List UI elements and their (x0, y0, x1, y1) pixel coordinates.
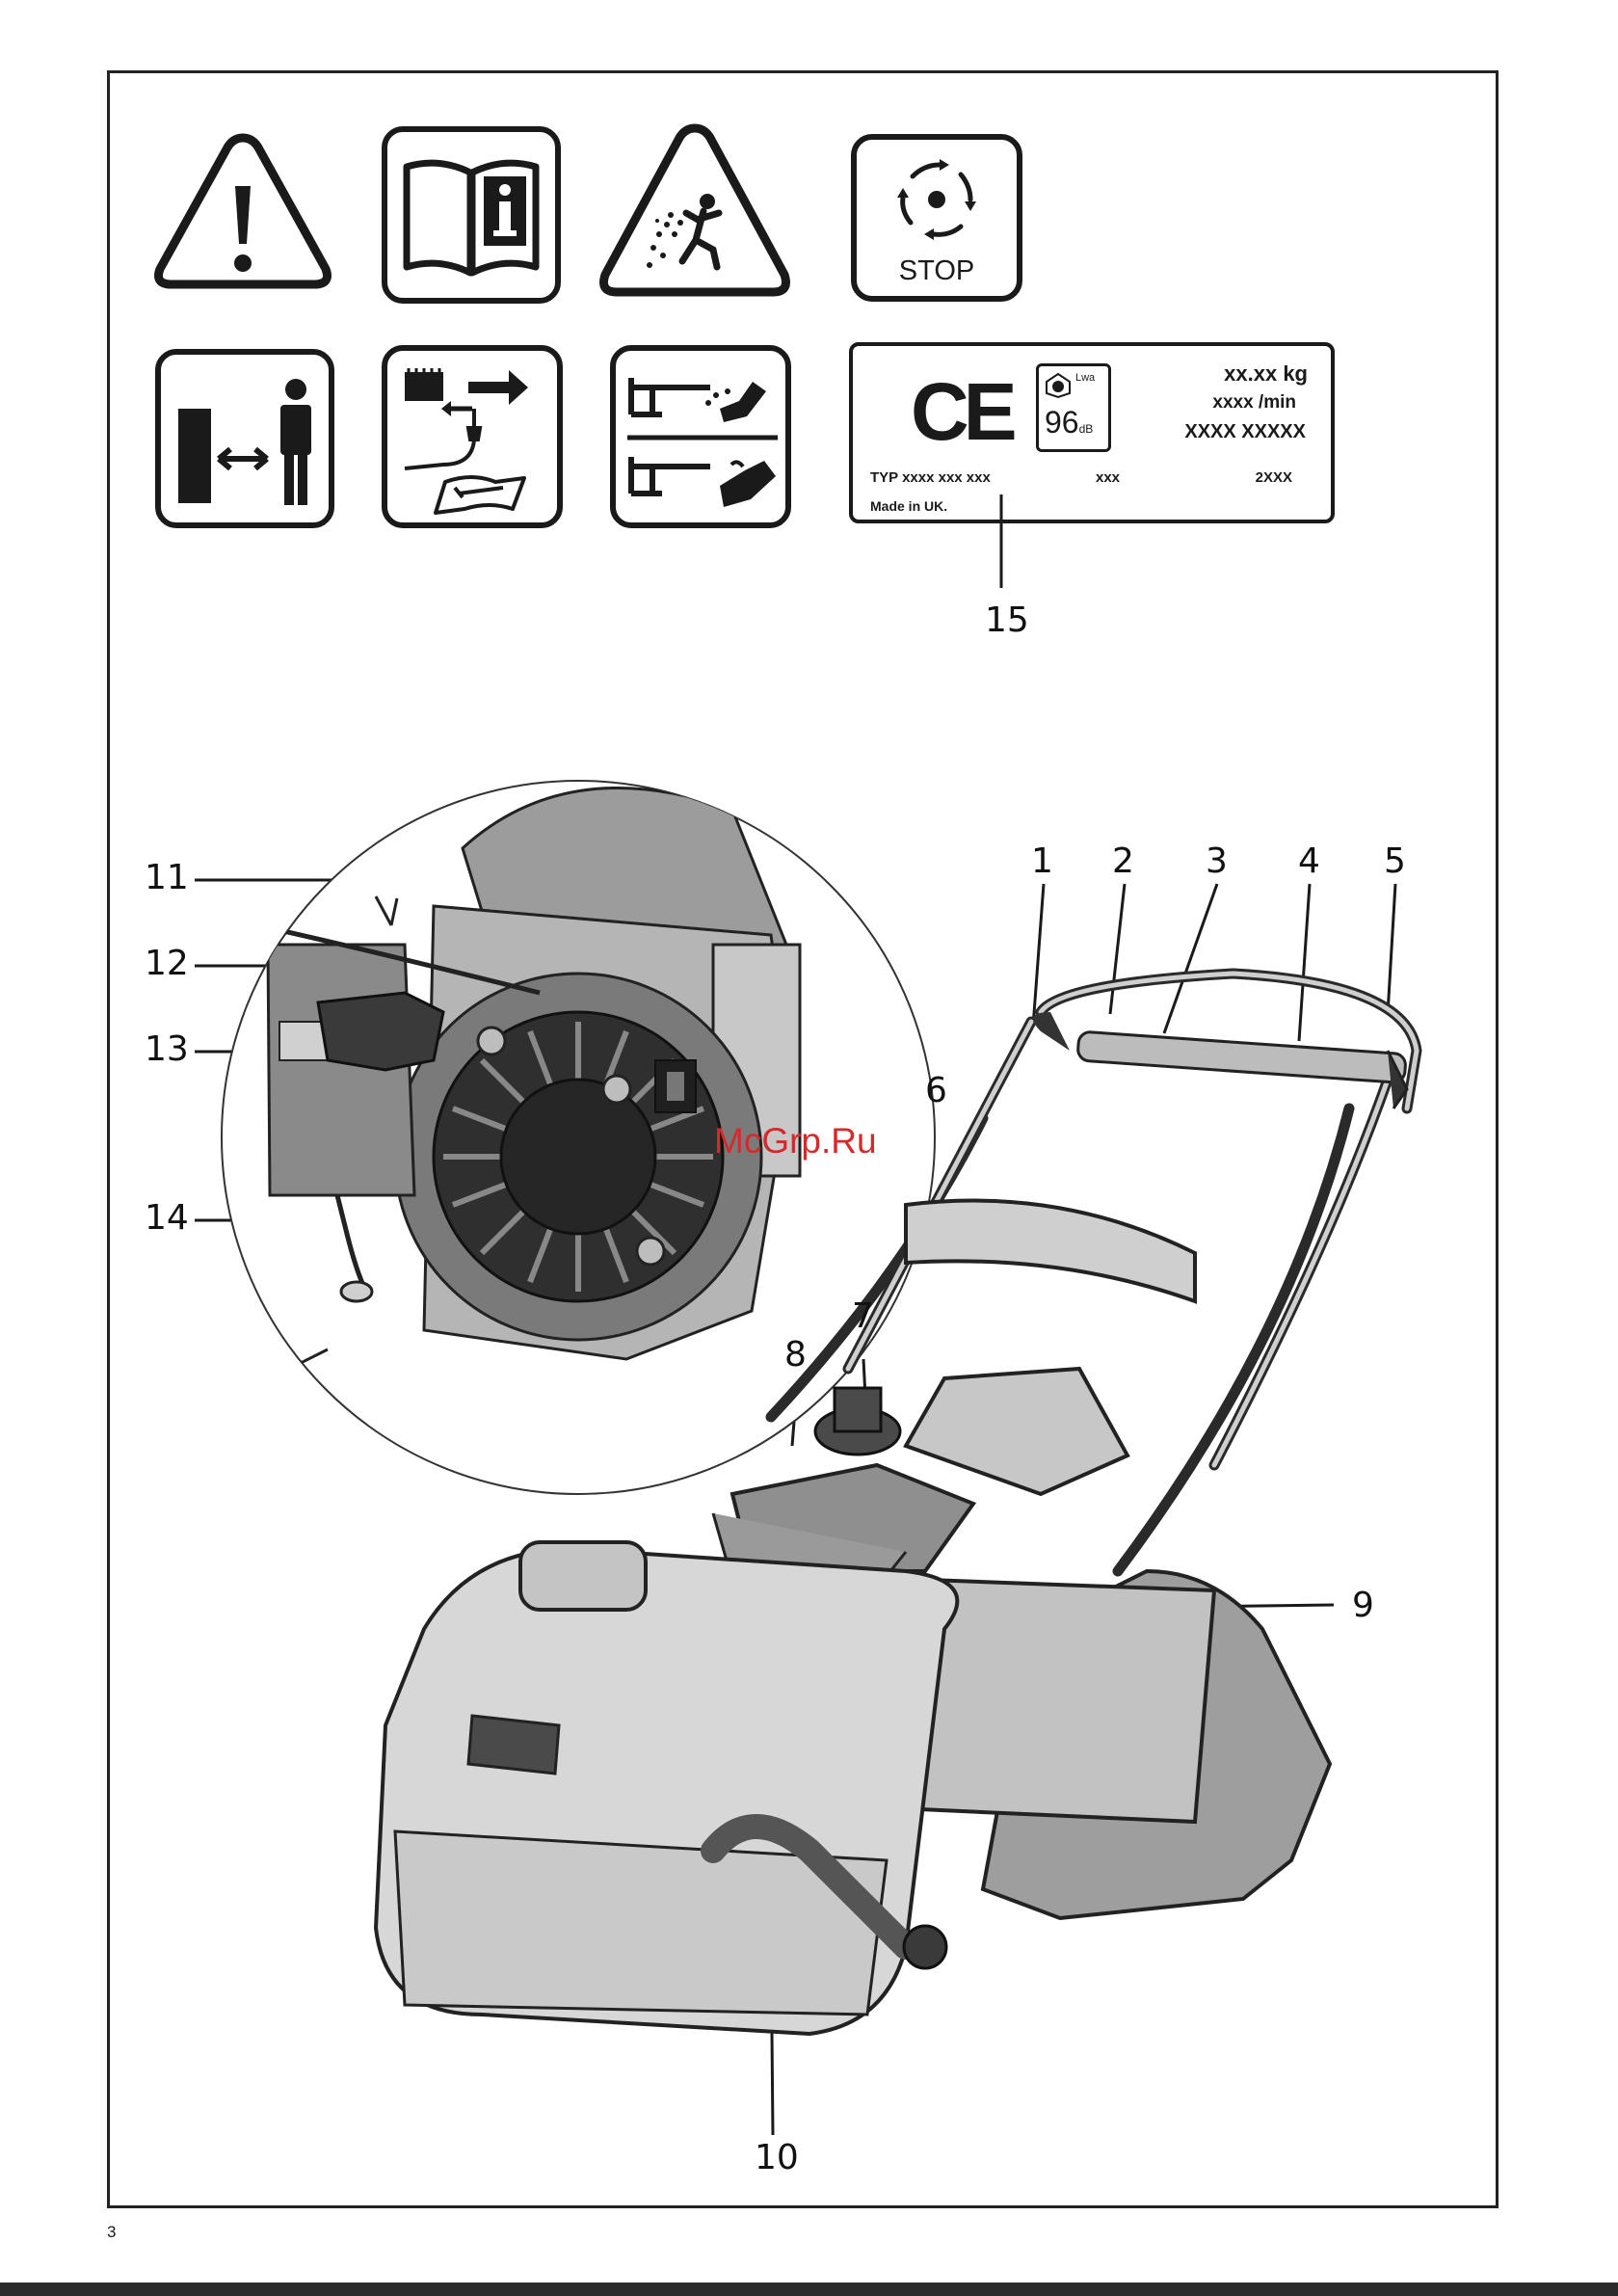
callout-8: 8 (784, 1335, 807, 1375)
callout-1: 1 (1031, 841, 1053, 881)
callout-6: 6 (925, 1071, 947, 1110)
lawn-mower-illustration (366, 954, 1455, 2063)
callout-3: 3 (1206, 841, 1228, 881)
callout-15: 15 (985, 601, 1029, 640)
watermark-text: McGrp.Ru (714, 1121, 877, 1161)
callout-4: 4 (1298, 841, 1320, 881)
callout-10: 10 (755, 2138, 799, 2177)
callout-14: 14 (145, 1198, 189, 1238)
callout-7: 7 (852, 1296, 874, 1336)
callout-5: 5 (1384, 841, 1406, 881)
callout-2: 2 (1112, 841, 1134, 881)
callout-9: 9 (1352, 1586, 1374, 1625)
bottom-bar (0, 2283, 1618, 2296)
callout-13: 13 (145, 1029, 189, 1069)
page-number: 3 (107, 2223, 116, 2242)
callout-11: 11 (145, 858, 189, 897)
callout-12: 12 (145, 944, 189, 983)
